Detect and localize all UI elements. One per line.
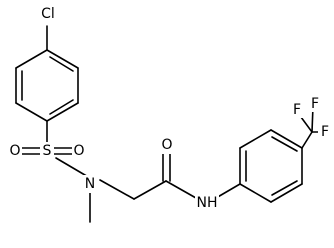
chlorine-label: Cl: [41, 6, 55, 22]
bond-ring2-d-inner: [271, 136, 298, 152]
bond-ring1-c: [46, 102, 79, 122]
bond-n-ch2: [99, 179, 135, 200]
bond-ring-cf3: [301, 131, 313, 149]
sulfur-label: S: [43, 143, 52, 159]
bond-nh-ring: [215, 183, 241, 199]
sulfonamide-nitrogen-label: N: [85, 176, 95, 192]
bond-c-nh: [165, 180, 197, 199]
bond-ring1-c-inner: [49, 99, 74, 115]
bond-ring1-a: [46, 49, 79, 69]
atom-labels: Cl S O O N O NH F F F: [8, 5, 332, 212]
fluorine-top-right-label: F: [311, 96, 319, 112]
amide-nh-label: NH: [197, 195, 218, 211]
fluorine-top-left-label: F: [293, 102, 301, 118]
bond-ring2-d: [270, 129, 303, 149]
carbonyl-oxygen-label: O: [161, 137, 172, 153]
oxygen-right-label: O: [73, 143, 84, 159]
bonds: [15, 25, 319, 223]
oxygen-left-label: O: [9, 143, 20, 159]
bond-ch2-c: [133, 180, 167, 200]
bond-ring2-e: [239, 129, 272, 149]
bond-ring2-b-inner: [271, 180, 298, 196]
bond-s-n: [55, 157, 91, 179]
bond-ring2-b: [270, 183, 303, 203]
bond-ring2-a: [239, 183, 272, 203]
bond-ring1-f: [15, 49, 48, 69]
fluorine-right-label: F: [321, 124, 329, 140]
bond-ring1-a-inner: [49, 56, 74, 72]
bond-ring1-d: [15, 102, 48, 122]
